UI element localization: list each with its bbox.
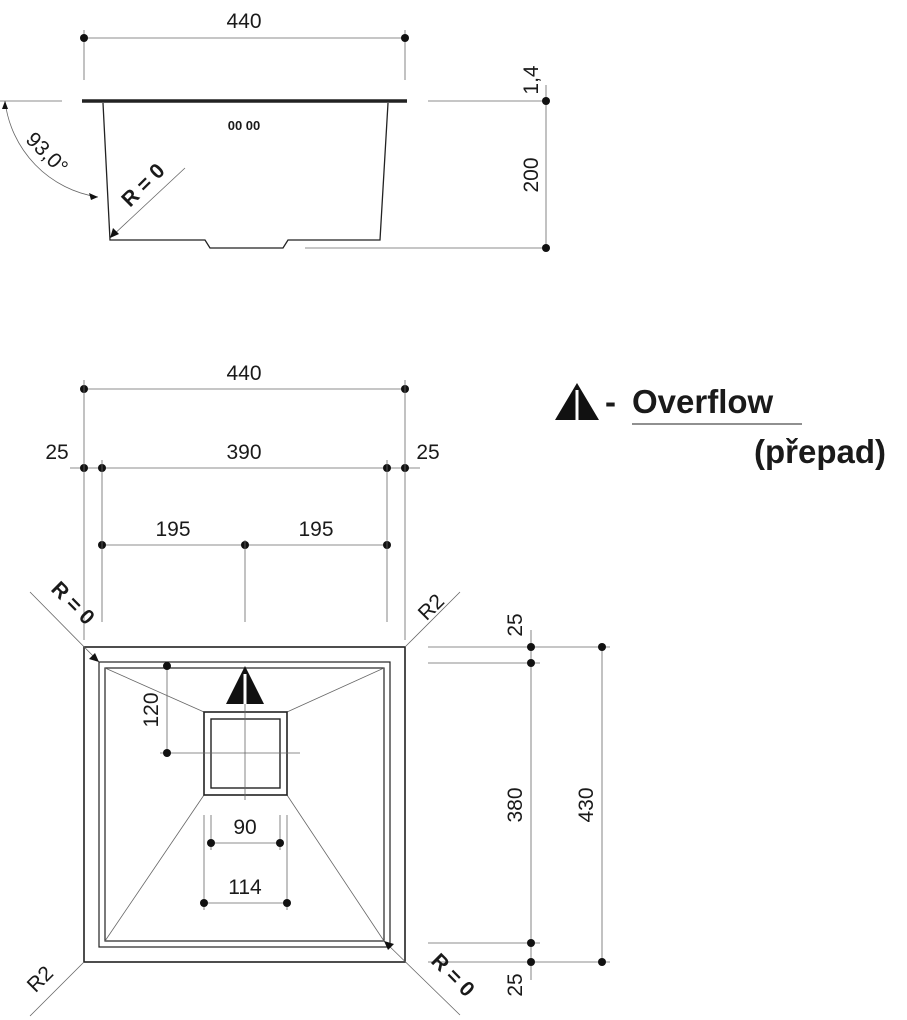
overflow-symbol-icon [555, 383, 599, 420]
drain-inner-label: 90 [233, 816, 256, 839]
side-depth-label: 200 [520, 157, 543, 192]
side-width-label: 440 [226, 10, 261, 33]
corner-top-right-label: R2 [414, 590, 449, 625]
top-half-left-label: 195 [155, 518, 190, 541]
side-radius-label: R = 0 [117, 159, 169, 211]
corner-top-left-label: R = 0 [47, 577, 99, 629]
top-outer-width-label: 440 [226, 362, 261, 385]
sink-outer-rim [83, 646, 406, 963]
top-half-right-label: 195 [298, 518, 333, 541]
drain-outer [203, 711, 288, 796]
overflow-offset-label: 120 [140, 692, 163, 727]
corner-bottom-right-label: R = 0 [427, 949, 479, 1001]
top-inner-width-label: 390 [226, 441, 261, 464]
top-right-margin-label: 25 [416, 441, 439, 464]
overflow-legend: - Overflow (přepad) [555, 383, 886, 470]
top-left-margin-label: 25 [45, 441, 68, 464]
top-margin-label: 25 [504, 613, 527, 636]
drain-outer-label: 114 [228, 876, 262, 899]
side-thickness-label: 1,4 [520, 65, 543, 95]
corner-bottom-left-label: R2 [23, 962, 58, 997]
sink-bowl-edge [98, 661, 391, 948]
legend-dash: - [605, 383, 616, 420]
overflow-position-icon [226, 666, 264, 704]
side-angle-label: 93,0° [21, 128, 72, 179]
drain-inner [210, 718, 281, 789]
legend-subtitle: (přepad) [754, 433, 886, 470]
bottom-margin-label: 25 [504, 973, 527, 996]
outer-depth-label: 430 [575, 787, 598, 822]
inner-depth-label: 380 [504, 787, 527, 822]
legend-title: Overflow [632, 383, 774, 420]
side-view: 440 00 00 1,4 200 93,0° R = 0 [0, 10, 550, 252]
top-view: 440 25 390 25 195 195 [23, 362, 610, 1017]
overflow-slots-marking: 00 00 [228, 118, 261, 133]
